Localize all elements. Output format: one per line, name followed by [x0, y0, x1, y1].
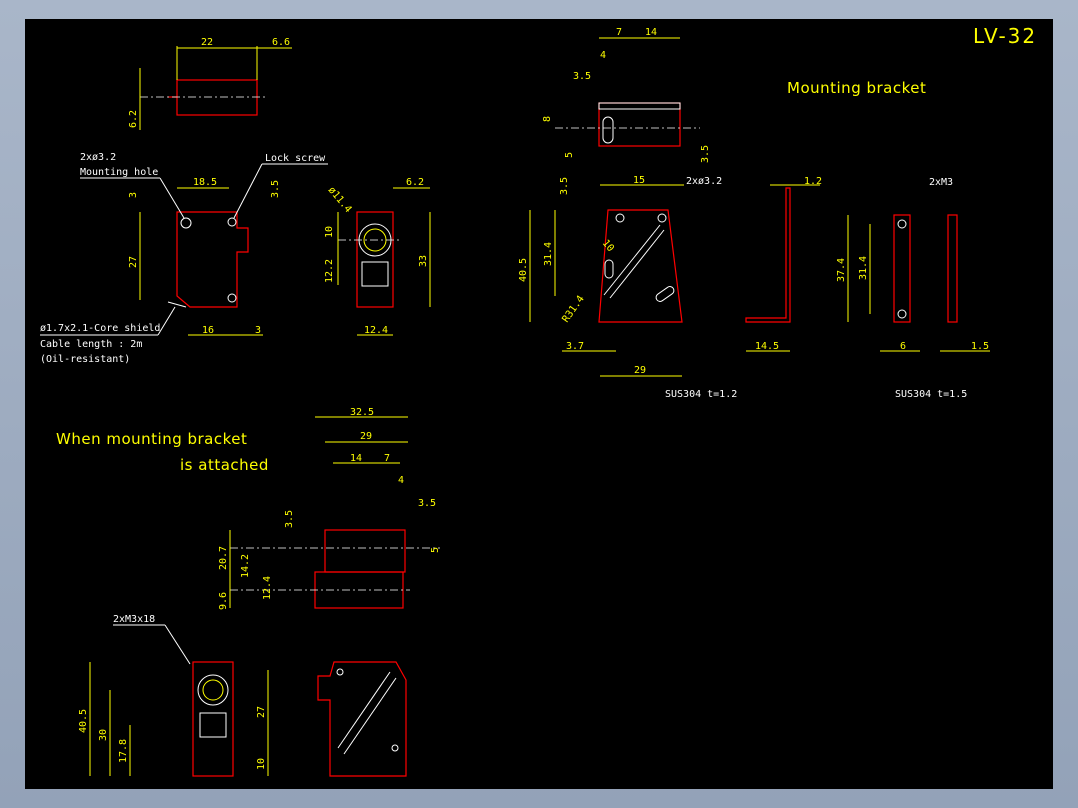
dim-bt-14: 14: [645, 27, 657, 38]
dim-f-27: 27: [256, 706, 267, 718]
mounting-bracket-label: Mounting bracket: [787, 79, 926, 97]
material-label-b: SUS304 t=1.5: [895, 389, 967, 400]
dim-bt-3-5b: 3.5: [700, 145, 711, 163]
dim-bt-4: 4: [600, 50, 606, 61]
dim-f-30: 30: [98, 729, 109, 741]
dim-a-14: 14: [350, 453, 362, 464]
sensor-end-view: 6.2 ø11.4 10 12.2 33 12.4: [324, 177, 431, 336]
dim-side-3-5: 3.5: [270, 180, 281, 198]
dim-f-10: 10: [256, 758, 267, 770]
dim-bf-40-5: 40.5: [518, 258, 529, 282]
dim-bs-1-2: 1.2: [804, 176, 822, 187]
mounting-hole-label: Mounting hole: [80, 167, 158, 178]
dim-f-40-5: 40.5: [78, 709, 89, 733]
when-attached-label-1: When mounting bracket: [56, 430, 247, 448]
dim-end-6-2: 6.2: [406, 177, 424, 188]
dim-a-5: 5: [430, 547, 441, 553]
dim-bf-3-5: 3.5: [559, 177, 570, 195]
dim-side-16: 16: [202, 325, 214, 336]
bracket-holes-label: 2xø3.2: [686, 176, 722, 187]
sensor-side-view: 18.5 3 27 3.5 16 3 2xø3.2 Mounting hole …: [40, 152, 328, 365]
dim-end-33: 33: [418, 255, 429, 267]
assembly-side-view: [317, 661, 407, 777]
dim-a-7: 7: [384, 453, 390, 464]
mounting-hole-count: 2xø3.2: [80, 152, 116, 163]
dim-end-dia: ø11.4: [326, 185, 354, 215]
cad-viewport: LV-32 Mounting bracket When mounting bra…: [25, 19, 1053, 789]
bracket-side-view: 1.2 14.5: [745, 176, 822, 352]
dim-bf-15: 15: [633, 175, 645, 186]
bracket-radius-label: R31.4: [560, 294, 586, 325]
dim-bf-31-4: 31.4: [543, 242, 554, 266]
dim-br-37-4: 37.4: [836, 258, 847, 282]
drawing-title: LV-32: [973, 24, 1037, 48]
cable-spec-3: (Oil-resistant): [40, 354, 130, 365]
sensor-top-view: 22 6.6 6.2: [128, 37, 292, 130]
dim-end-10: 10: [324, 226, 335, 238]
material-label-a: SUS304 t=1.2: [665, 389, 737, 400]
dim-top-6-6: 6.6: [272, 37, 290, 48]
cable-spec-2: Cable length : 2m: [40, 339, 142, 350]
dim-br-31-4: 31.4: [858, 256, 869, 280]
dim-f-17-8: 17.8: [118, 739, 129, 763]
dim-a-9-6: 9.6: [218, 592, 229, 610]
dim-side-3b: 3: [255, 325, 261, 336]
assembly-front-view: 40.5 30 17.8 27 10 2xM3x18: [78, 614, 269, 777]
dim-br-6: 6: [900, 341, 906, 352]
m3x18-label: 2xM3x18: [113, 614, 155, 625]
dim-side-27: 27: [128, 256, 139, 268]
cable-spec-1: ø1.7x2.1-Core shield: [40, 323, 160, 334]
dim-br-1-5: 1.5: [971, 341, 989, 352]
dim-end-12-4: 12.4: [364, 325, 388, 336]
lock-screw-label: Lock screw: [265, 153, 326, 164]
dim-bt-7: 7: [616, 27, 622, 38]
dim-bt-3-5: 3.5: [573, 71, 591, 82]
bracket-top-view: 7 14 4 3.5 8 5 3.5: [542, 27, 711, 163]
dim-side-18-5: 18.5: [193, 177, 217, 188]
dim-top-width: 22: [201, 37, 213, 48]
dim-a-14-2: 14.2: [240, 554, 251, 578]
dim-bt-8: 8: [542, 116, 553, 122]
dim-a-3-5b: 3.5: [284, 510, 295, 528]
dim-a-12-4: 12.4: [262, 576, 273, 600]
dim-a-32-5: 32.5: [350, 407, 374, 418]
dim-end-12-2: 12.2: [324, 259, 335, 283]
dim-a-3-5: 3.5: [418, 498, 436, 509]
dim-bf-3-7: 3.7: [566, 341, 584, 352]
assembly-top-view: 32.5 29 14 7 4 3.5 3.5 5 20.7 14.2 12.4 …: [218, 407, 441, 610]
technical-drawing: LV-32 Mounting bracket When mounting bra…: [40, 24, 1037, 777]
dim-a-4: 4: [398, 475, 404, 486]
dim-top-6-2: 6.2: [128, 110, 139, 128]
dim-bt-5: 5: [564, 152, 575, 158]
bracket-rear-view: 37.4 31.4 2xM3 6 1.5 SUS304 t=1.5: [836, 177, 990, 400]
dim-side-3a: 3: [128, 192, 139, 198]
dim-bf-29: 29: [634, 365, 646, 376]
dim-bf-10: 10: [600, 238, 616, 254]
m3-label: 2xM3: [929, 177, 953, 188]
when-attached-label-2: is attached: [180, 456, 269, 474]
dim-a-20-7: 20.7: [218, 546, 229, 570]
dim-bs-14-5: 14.5: [755, 341, 779, 352]
dim-a-29: 29: [360, 431, 372, 442]
bracket-front-view: 3.5 15 2xø3.2 40.5 31.4 10 R31.4 3.7 29 …: [518, 175, 737, 400]
